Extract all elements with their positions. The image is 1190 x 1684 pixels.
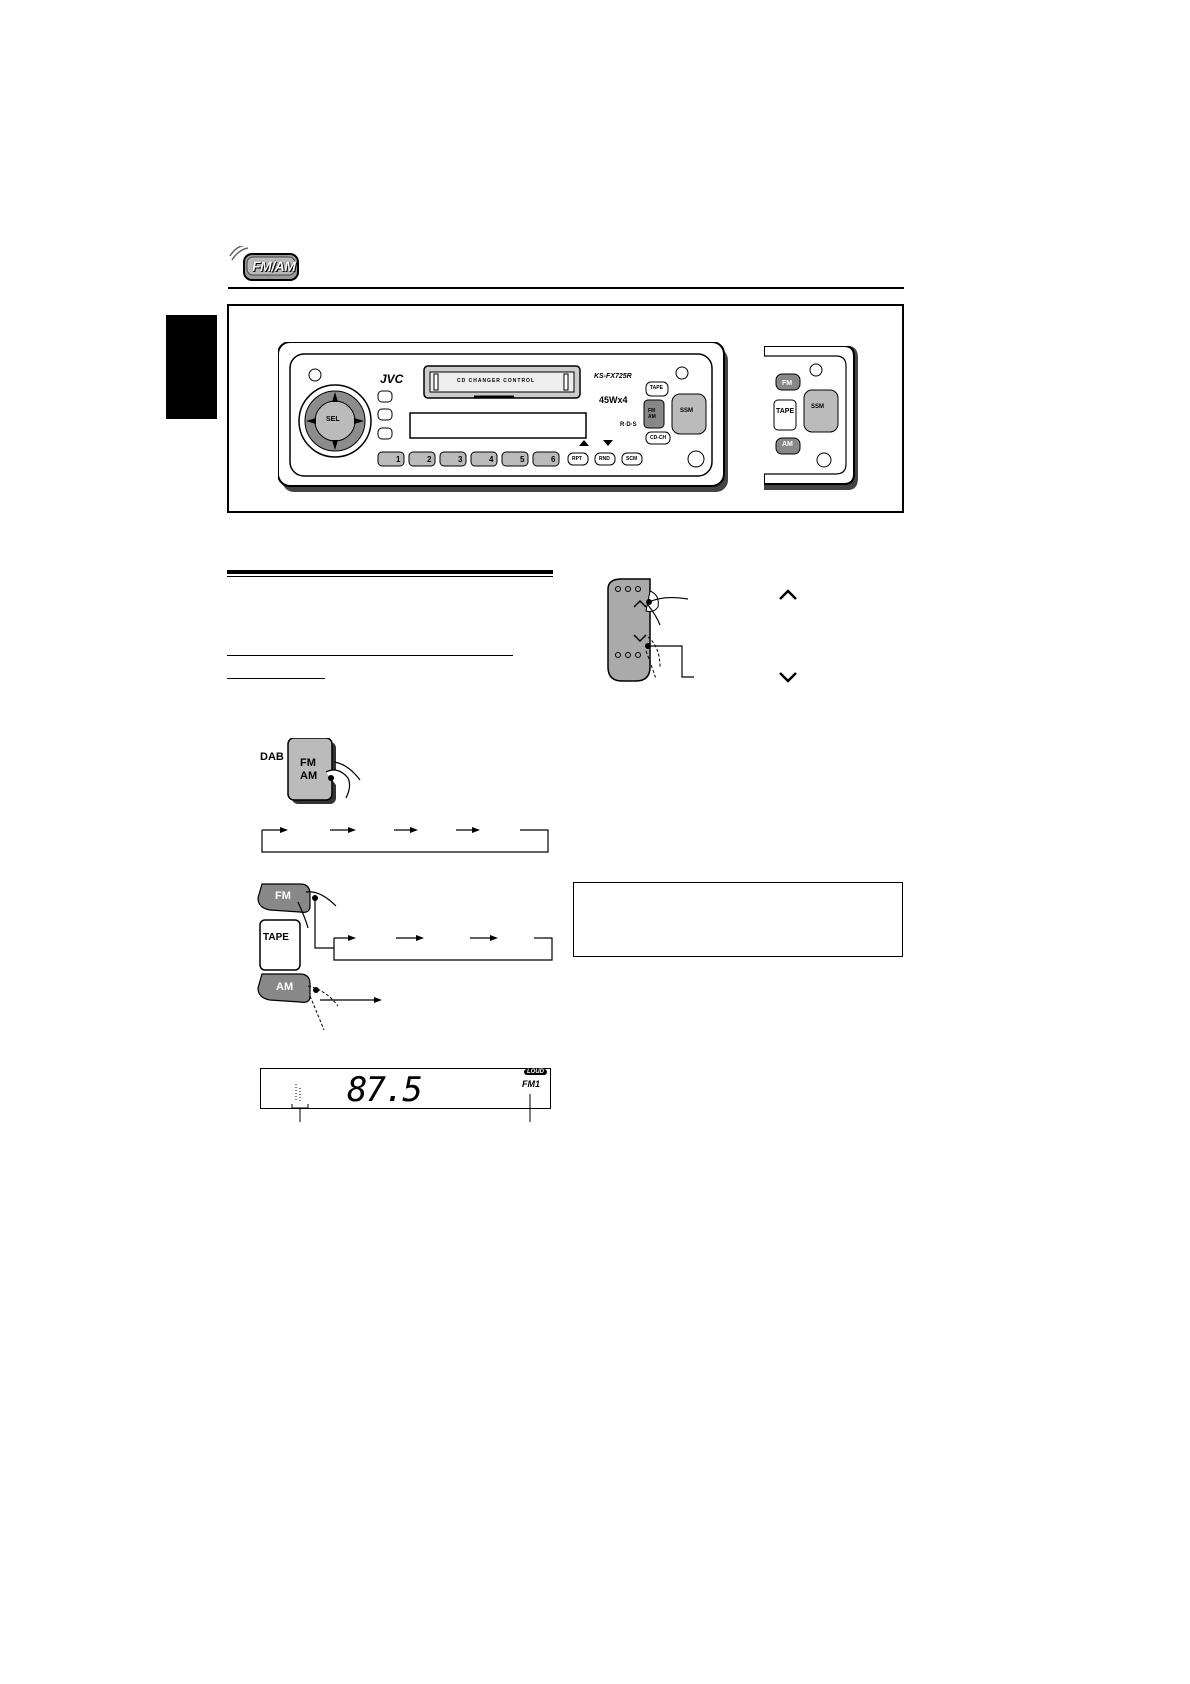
preset-buttons	[377, 451, 643, 467]
cd-ch-button-small[interactable]: CD-CH	[650, 435, 667, 441]
fm-illus-label[interactable]: FM	[275, 890, 291, 902]
fm-am-illus-am[interactable]: AM	[300, 770, 318, 782]
underline-1	[227, 655, 513, 656]
fm-am-press-illustration	[287, 738, 361, 804]
header-badge-label: FM/AM	[252, 258, 296, 274]
fm-am-illus-fm[interactable]: FM	[300, 757, 316, 769]
seek-button-illustration	[607, 578, 797, 683]
fm-am-button-small[interactable]: FM AM	[648, 408, 656, 420]
scm-button[interactable]: SCM	[626, 456, 638, 462]
preset-1[interactable]: 1	[396, 455, 401, 464]
detail-tape-label[interactable]: TAPE	[776, 408, 795, 415]
display-callouts	[291, 1084, 531, 1122]
detail-fm-label[interactable]: FM	[782, 380, 793, 387]
band-cycle-diagram	[261, 827, 549, 853]
dab-label: DAB	[260, 751, 284, 763]
brand-label: JVC	[380, 372, 404, 386]
sel-label: SEL	[326, 416, 340, 423]
note-box	[573, 882, 903, 957]
fm-tape-am-illustration	[257, 883, 553, 1031]
preset-2[interactable]: 2	[427, 455, 432, 464]
section-tab	[166, 315, 217, 419]
rpt-button[interactable]: RPT	[572, 456, 582, 462]
rds-label: R·D·S	[620, 422, 637, 428]
faceplate-frame	[227, 304, 904, 513]
section-rule-thick	[227, 570, 553, 574]
tape-illus-label[interactable]: TAPE	[263, 932, 289, 943]
am-illus-label[interactable]: AM	[276, 981, 294, 993]
detail-am-label[interactable]: AM	[782, 441, 793, 448]
fm-am-badge-icon	[229, 244, 299, 281]
display-band: FM1	[522, 1079, 540, 1089]
display-panel	[260, 1068, 551, 1109]
power-label: 45Wx4	[599, 395, 628, 405]
model-label: KS-FX725R	[594, 373, 632, 380]
header-badge: FM/AM	[228, 244, 300, 282]
header-rule	[228, 287, 904, 289]
preset-6[interactable]: 6	[551, 455, 556, 464]
preset-3[interactable]: 3	[458, 455, 463, 464]
tape-button-small[interactable]: TAPE	[650, 385, 663, 391]
ssm-button-small[interactable]: SSM	[680, 408, 694, 414]
faceplate-detail	[764, 346, 858, 490]
faceplate	[278, 342, 728, 492]
underline-2	[227, 678, 325, 679]
cd-changer-label: CD CHANGER CONTROL	[457, 378, 535, 384]
display-loud-badge: LOUD	[524, 1069, 547, 1075]
display-frequency: 87.5	[347, 1070, 423, 1110]
preset-4[interactable]: 4	[489, 455, 494, 464]
detail-ssm-label[interactable]: SSM	[811, 404, 825, 410]
section-rule-thin	[227, 576, 553, 577]
preset-5[interactable]: 5	[520, 455, 525, 464]
rnd-button[interactable]: RND	[599, 456, 610, 462]
